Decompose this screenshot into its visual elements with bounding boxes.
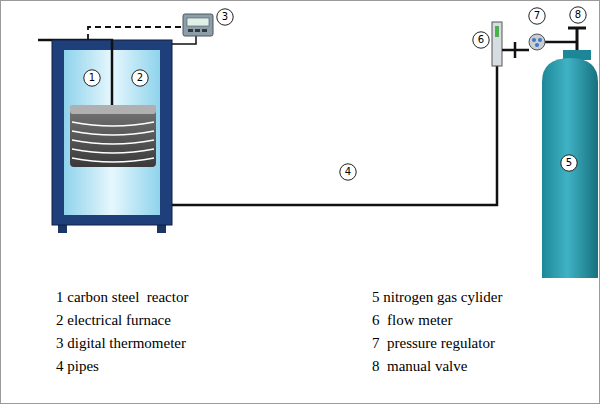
- legend-entry: 8 manual valve: [372, 358, 467, 375]
- coil-turn: [72, 131, 154, 135]
- flow-meter-float: [495, 26, 499, 37]
- callout-circle: 4: [339, 163, 357, 181]
- callout-circle: 3: [216, 8, 234, 26]
- coil-top: [70, 105, 156, 114]
- thermocouple-wire: [88, 27, 183, 40]
- legend-entry: 6 flow meter: [372, 312, 452, 329]
- inner-pipe: [111, 40, 114, 105]
- callout-circle: 6: [472, 31, 490, 49]
- thermometer-button: [202, 29, 207, 32]
- callout-number: 3: [222, 12, 228, 22]
- thermometer-button: [188, 29, 193, 32]
- thermometer-box: [183, 14, 213, 36]
- thermometer-button: [195, 29, 200, 32]
- nitrogen-cylinder: [542, 58, 598, 278]
- callout-circle: 8: [569, 6, 587, 24]
- callout-number: 7: [534, 11, 540, 21]
- legend-entry: 3 digital thermometer: [56, 335, 186, 352]
- callout-number: 1: [89, 73, 95, 83]
- callout-ring: [561, 155, 577, 171]
- callout-circle: 2: [131, 69, 149, 87]
- callout-number: 2: [137, 73, 143, 83]
- callout-circle: 5: [560, 154, 578, 172]
- callout-ring: [473, 32, 489, 48]
- gauge-dot: [532, 38, 536, 42]
- thermometer-display: [187, 18, 209, 26]
- gauge-dot: [535, 43, 539, 47]
- callout-number: 8: [575, 10, 581, 20]
- callout-number: 6: [478, 35, 484, 45]
- callout-ring: [217, 9, 233, 25]
- legend-entry: 7 pressure regulator: [372, 335, 495, 352]
- callout-ring: [132, 70, 148, 86]
- callout-ring: [570, 7, 586, 23]
- coil-turn: [72, 149, 154, 153]
- callout-ring: [529, 8, 545, 24]
- coil-turn: [72, 140, 154, 144]
- flow-meter: [492, 22, 502, 66]
- callout-ring: [340, 164, 356, 180]
- gauge-dot: [538, 38, 542, 42]
- legend-entry: 2 electrical furnace: [56, 312, 171, 329]
- pressure-regulator: [529, 34, 545, 50]
- callout-number: 4: [345, 167, 351, 177]
- coil-turn: [72, 158, 154, 162]
- legend-entry: 1 carbon steel reactor: [56, 289, 188, 306]
- callout-number: 5: [566, 158, 572, 168]
- reactor-coil: [70, 105, 156, 167]
- legend-entry: 4 pipes: [56, 358, 99, 375]
- regulator-pipe: [545, 41, 577, 44]
- gas-pipe: [172, 66, 497, 205]
- legend-entry: 5 nitrogen gas cylider: [372, 289, 502, 306]
- thermometer-lead: [172, 36, 196, 44]
- coil-turn: [72, 122, 154, 126]
- flow-valve: [502, 42, 529, 58]
- manual-valve: [568, 28, 586, 52]
- callout-ring: [84, 70, 100, 86]
- coil-turns: [72, 122, 154, 162]
- furnace-body: [52, 40, 172, 225]
- callout-circle: 1: [83, 69, 101, 87]
- callout-circle: 7: [528, 7, 546, 25]
